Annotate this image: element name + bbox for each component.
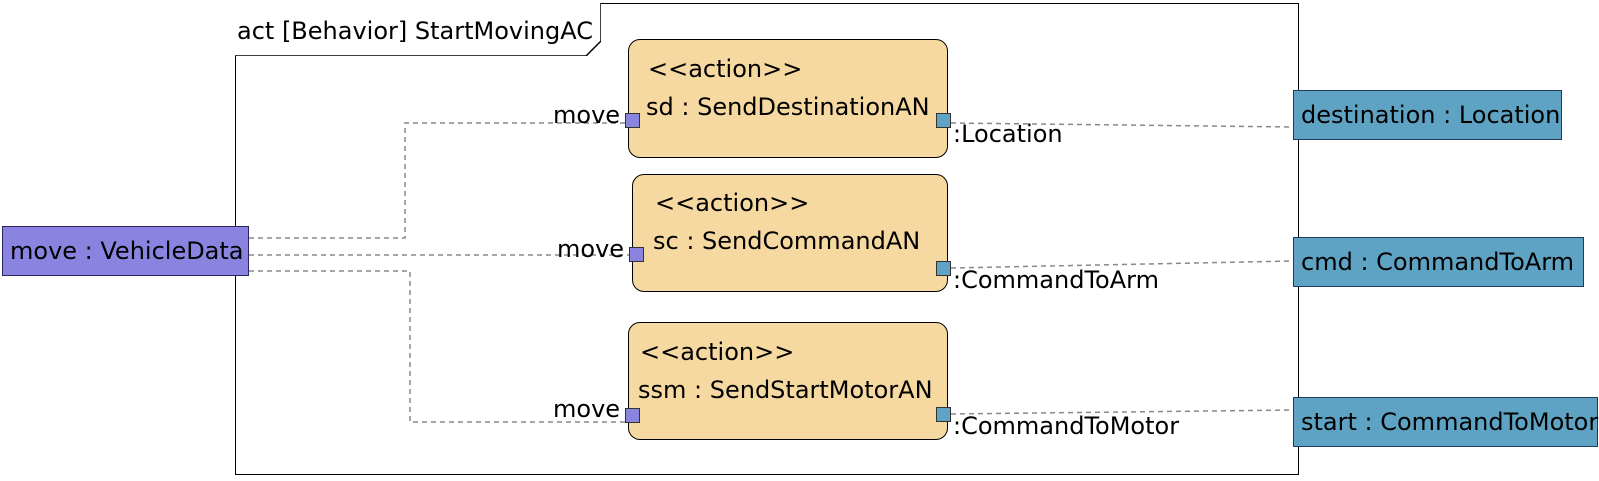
input-pin[interactable] — [625, 113, 640, 128]
output-pin-label: :Location — [953, 120, 1063, 148]
output-pin-label: :CommandToMotor — [953, 412, 1180, 440]
flow-move-to-ssm — [249, 270, 627, 423]
action-stereotype: <<action>> — [655, 189, 810, 217]
input-pin[interactable] — [625, 408, 640, 423]
action-name: ssm : SendStartMotorAN — [638, 376, 933, 404]
flow-sc-to-cmd — [950, 260, 1294, 269]
output-pin[interactable] — [936, 407, 951, 422]
input-parameter-move[interactable]: move : VehicleData — [2, 226, 249, 276]
input-pin[interactable] — [629, 247, 644, 262]
action-stereotype: <<action>> — [648, 55, 803, 83]
flow-move-to-sd — [249, 122, 627, 239]
output-parameter-cmd[interactable]: cmd : CommandToArm — [1293, 237, 1584, 287]
input-pin-label: move — [553, 395, 621, 423]
output-pin-label: :CommandToArm — [953, 266, 1159, 294]
input-pin-label: move — [557, 235, 625, 263]
flow-sd-to-destination — [950, 122, 1294, 128]
output-parameter-start[interactable]: start : CommandToMotor — [1293, 397, 1598, 447]
output-parameter-destination[interactable]: destination : Location — [1293, 90, 1562, 140]
input-pin-label: move — [553, 101, 621, 129]
flow-ssm-to-start — [950, 409, 1294, 415]
frame-tab-outline — [235, 3, 601, 56]
output-pin[interactable] — [936, 261, 951, 276]
output-pin[interactable] — [936, 113, 951, 128]
action-stereotype: <<action>> — [640, 338, 795, 366]
action-send-destination[interactable] — [628, 39, 948, 158]
frame-name-tab — [235, 3, 601, 56]
action-send-command[interactable] — [632, 174, 948, 292]
action-name: sc : SendCommandAN — [653, 227, 921, 255]
action-send-start-motor[interactable] — [628, 322, 948, 440]
frame-label: act [Behavior] StartMovingAC — [237, 17, 593, 45]
action-name: sd : SendDestinationAN — [646, 93, 930, 121]
